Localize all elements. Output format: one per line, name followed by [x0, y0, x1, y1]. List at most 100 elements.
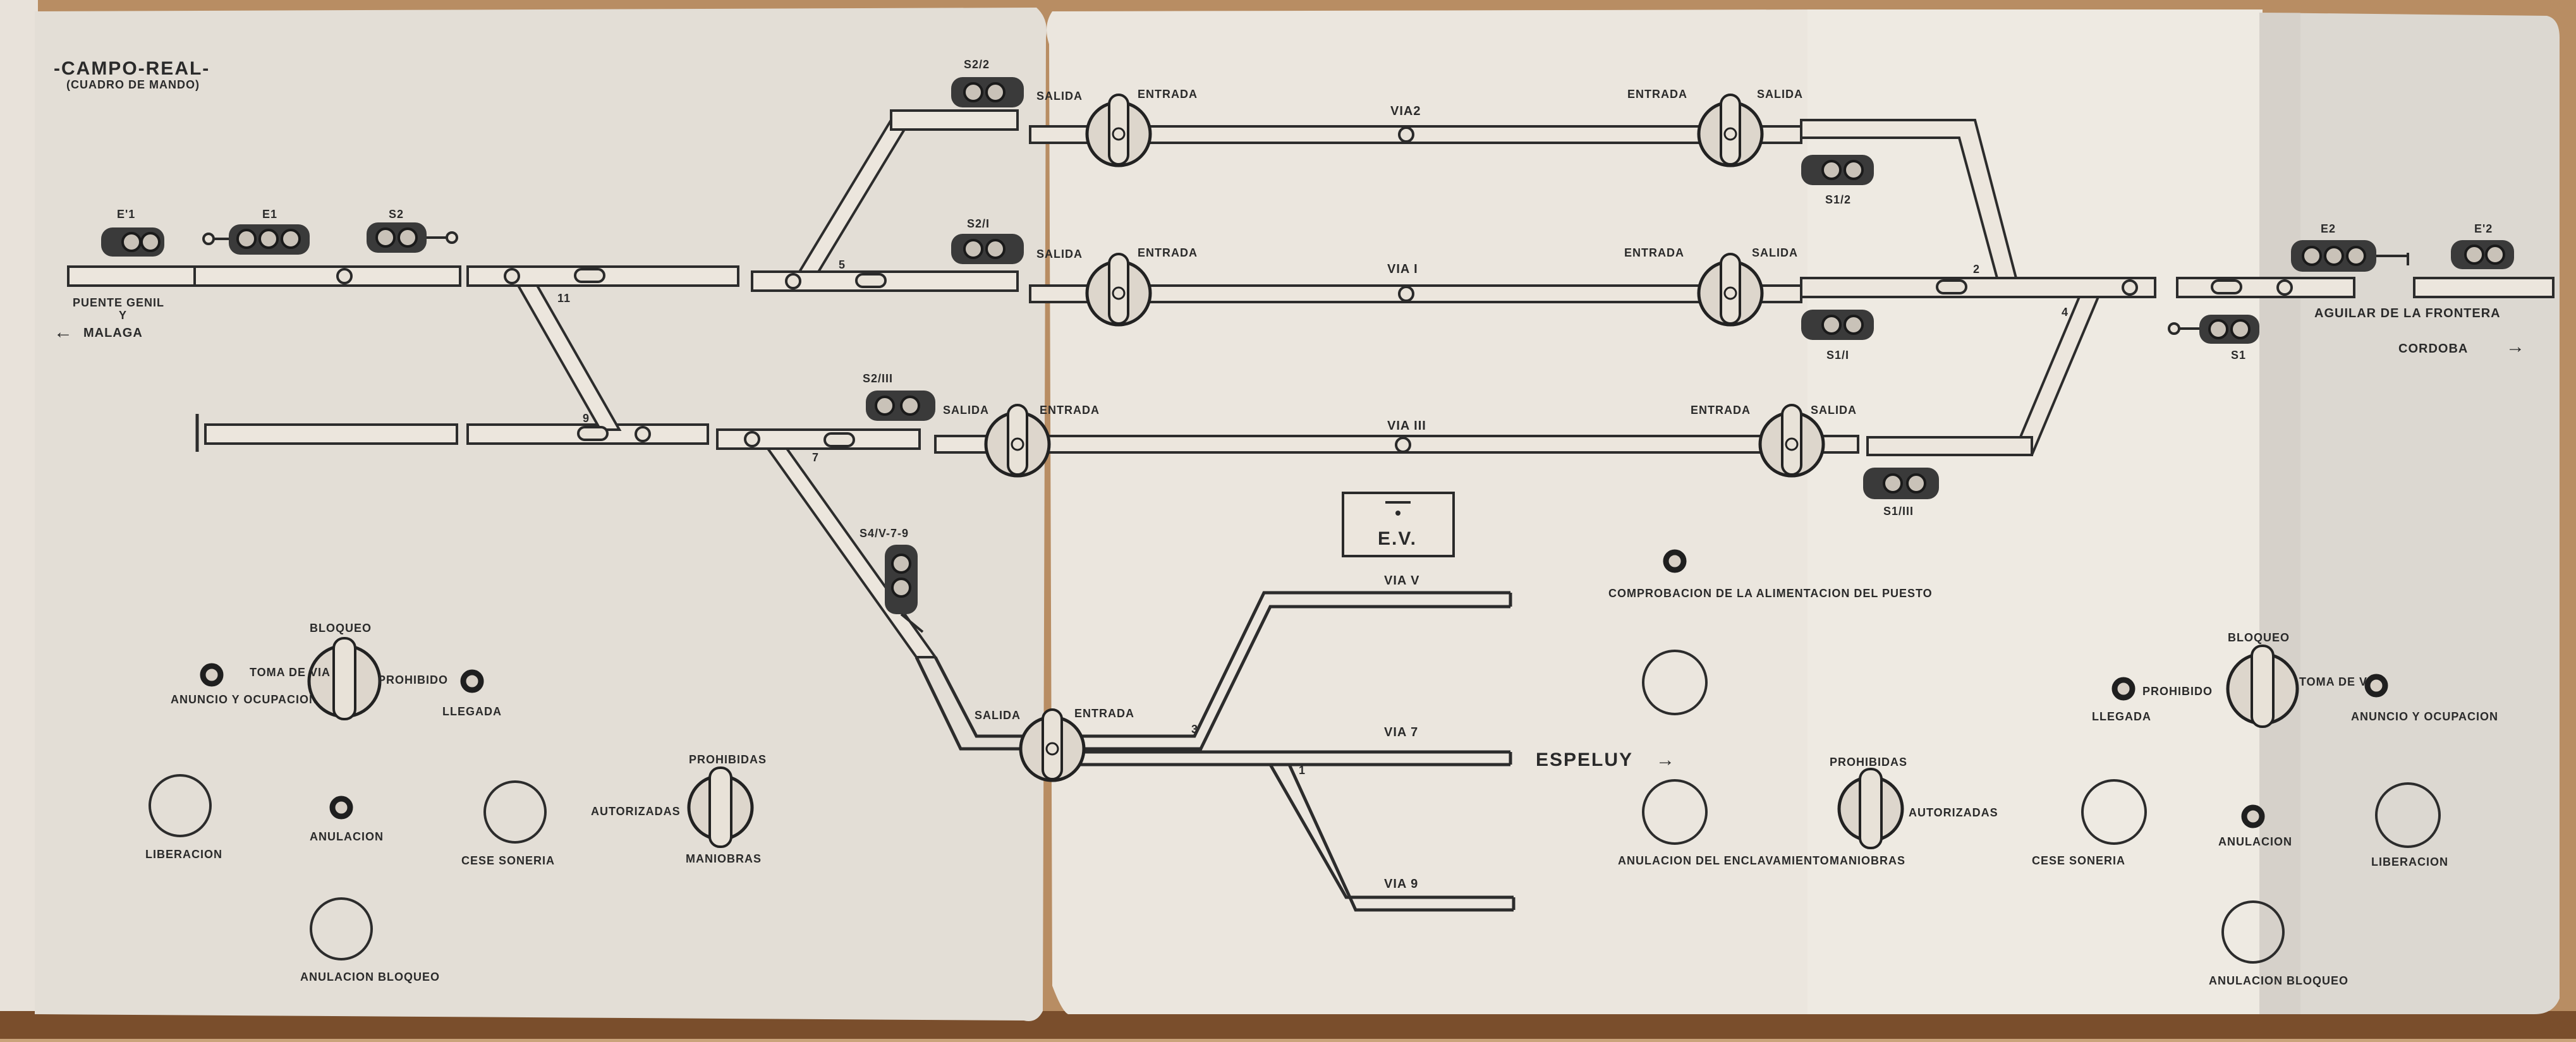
- signal-e2p[interactable]: [2451, 240, 2514, 269]
- autorizadas-label: AUTORIZADAS: [1909, 806, 1998, 819]
- signal-e2[interactable]: [2291, 240, 2409, 272]
- bloqueo-label: BLOQUEO: [2228, 631, 2290, 644]
- route-indicator: [574, 268, 605, 283]
- track-label-via7: VIA 7: [1384, 725, 1418, 739]
- comprobacion-button[interactable]: [1642, 650, 1708, 715]
- route-knob[interactable]: [984, 404, 1051, 478]
- destination-aguilar: AGUILAR DE LA FRONTERA: [2314, 306, 2501, 320]
- route-knob[interactable]: [1019, 708, 1086, 782]
- track-indicator: [1398, 126, 1414, 143]
- signal-label: S2/I: [967, 217, 990, 230]
- route-label-salida: SALIDA: [943, 404, 989, 416]
- track-label-via2: VIA2: [1390, 104, 1421, 118]
- anulacion-indicator-right: [2241, 804, 2265, 828]
- cese-soneria-button-right[interactable]: [2081, 779, 2147, 845]
- track-via3-right: [1866, 436, 2033, 456]
- signal-s1[interactable]: [2168, 315, 2259, 344]
- track-label-via5: VIA V: [1384, 574, 1420, 588]
- liberacion-button-right[interactable]: [2375, 782, 2441, 848]
- route-knob[interactable]: [1085, 253, 1152, 327]
- maniobras-knob[interactable]: [687, 766, 754, 848]
- switch-number: 4: [2062, 306, 2069, 318]
- maniobras-label: MANIOBRAS: [686, 852, 762, 865]
- bloqueo-knob[interactable]: [307, 637, 382, 720]
- route-label-salida: SALIDA: [975, 709, 1021, 722]
- route-knob[interactable]: [1085, 94, 1152, 167]
- track-main-right-c: [2413, 277, 2555, 298]
- arrow-right-icon: →: [1656, 749, 1676, 770]
- route-indicator: [2211, 279, 2242, 294]
- signal-s1-3[interactable]: [1863, 468, 1939, 499]
- route-label-salida: SALIDA: [1757, 88, 1803, 100]
- title-main: -CAMPO-REAL-: [54, 58, 210, 79]
- route-knob[interactable]: [1697, 253, 1764, 327]
- anulacion-label: ANULACION: [310, 830, 384, 843]
- signal-e1[interactable]: [202, 224, 310, 255]
- maniobras-knob-right[interactable]: [1837, 768, 1904, 849]
- signal-s1-2[interactable]: [1801, 155, 1874, 185]
- track-lower-branch-a: [914, 656, 1036, 751]
- llegada-indicator-right: [2111, 677, 2136, 701]
- signal-s1-1[interactable]: [1801, 310, 1874, 340]
- track-lower-left-a: [204, 423, 458, 445]
- ev-label: E.V.: [1378, 528, 1417, 549]
- anuncio-label: ANUNCIO Y OCUPACION: [171, 693, 318, 706]
- switch-number: 9: [583, 412, 590, 425]
- anuncio-indicator: [200, 663, 224, 687]
- prohibidas-label: PROHIBIDAS: [689, 753, 767, 766]
- route-label-salida: SALIDA: [1811, 404, 1857, 416]
- switch-number: 2: [1973, 263, 1980, 276]
- prohibidas-label: PROHIBIDAS: [1830, 756, 1907, 768]
- toma-de-via-label: TOMA DE VIA: [2299, 675, 2380, 688]
- route-indicator: [577, 426, 609, 441]
- fold-shadow: [2259, 13, 2300, 1014]
- anulacion-bloqueo-label: ANULACION BLOQUEO: [2209, 974, 2348, 987]
- signal-label: S1: [2231, 349, 2246, 361]
- maniobras-label: MANIOBRAS: [1830, 854, 1905, 867]
- signal-s4[interactable]: [885, 545, 924, 633]
- signal-e1p[interactable]: [101, 227, 164, 257]
- route-knob[interactable]: [1758, 404, 1825, 478]
- track-label-via9: VIA 9: [1384, 877, 1418, 891]
- route-label-entrada: ENTRADA: [1074, 707, 1134, 720]
- track-main-right-b: [2176, 277, 2355, 298]
- anulacion-enclavamiento-button[interactable]: [1642, 779, 1708, 845]
- signal-s2-3[interactable]: [866, 391, 935, 421]
- bloqueo-label: BLOQUEO: [310, 622, 372, 634]
- signal-label: S1/2: [1825, 193, 1851, 206]
- signal-s2[interactable]: [367, 222, 458, 253]
- arrow-left-icon: ←: [54, 322, 74, 342]
- switch-number: 11: [557, 292, 571, 305]
- track-label-via3: VIA III: [1387, 419, 1426, 433]
- track-via5-top: [1074, 591, 1510, 738]
- destination-malaga: MALAGA: [83, 326, 143, 340]
- bloqueo-knob-right[interactable]: [2226, 645, 2299, 728]
- anulacion-indicator: [329, 796, 353, 820]
- anulacion-bloqueo-button-right[interactable]: [2221, 900, 2285, 964]
- prohibido-label: PROHIBIDO: [2142, 685, 2213, 698]
- route-knob[interactable]: [1697, 94, 1764, 167]
- track-indicator: [504, 268, 520, 284]
- signal-s2-1[interactable]: [951, 234, 1024, 264]
- switch-number: 7: [812, 451, 819, 464]
- route-label-salida: SALIDA: [1036, 90, 1083, 102]
- switch-number: 1: [1299, 764, 1306, 777]
- track-indicator: [1395, 437, 1411, 453]
- signal-label: E'2: [2474, 222, 2493, 235]
- signal-label: S2: [389, 208, 404, 221]
- track-label-via1: VIA I: [1387, 262, 1418, 276]
- toma-de-via-label: TOMA DE VIA: [250, 666, 331, 679]
- anulacion-bloqueo-button[interactable]: [310, 897, 373, 960]
- anuncio-label: ANUNCIO Y OCUPACION: [2351, 710, 2498, 723]
- llegada-label: LLEGADA: [442, 705, 502, 718]
- llegada-label: LLEGADA: [2092, 710, 2151, 723]
- signal-s2-2[interactable]: [951, 77, 1024, 107]
- destination-espeluy: ESPELUY: [1536, 749, 1633, 770]
- cese-soneria-button[interactable]: [483, 780, 547, 844]
- anulacion-enclavamiento-label: ANULACION DEL ENCLAVAMIENTO: [1618, 854, 1830, 867]
- route-label-entrada: ENTRADA: [1627, 88, 1687, 100]
- liberacion-button[interactable]: [149, 774, 212, 837]
- route-label-entrada: ENTRADA: [1040, 404, 1100, 416]
- autorizadas-label: AUTORIZADAS: [591, 805, 681, 818]
- comprobacion-label: COMPROBACION DE LA ALIMENTACION DEL PUES…: [1608, 587, 1933, 600]
